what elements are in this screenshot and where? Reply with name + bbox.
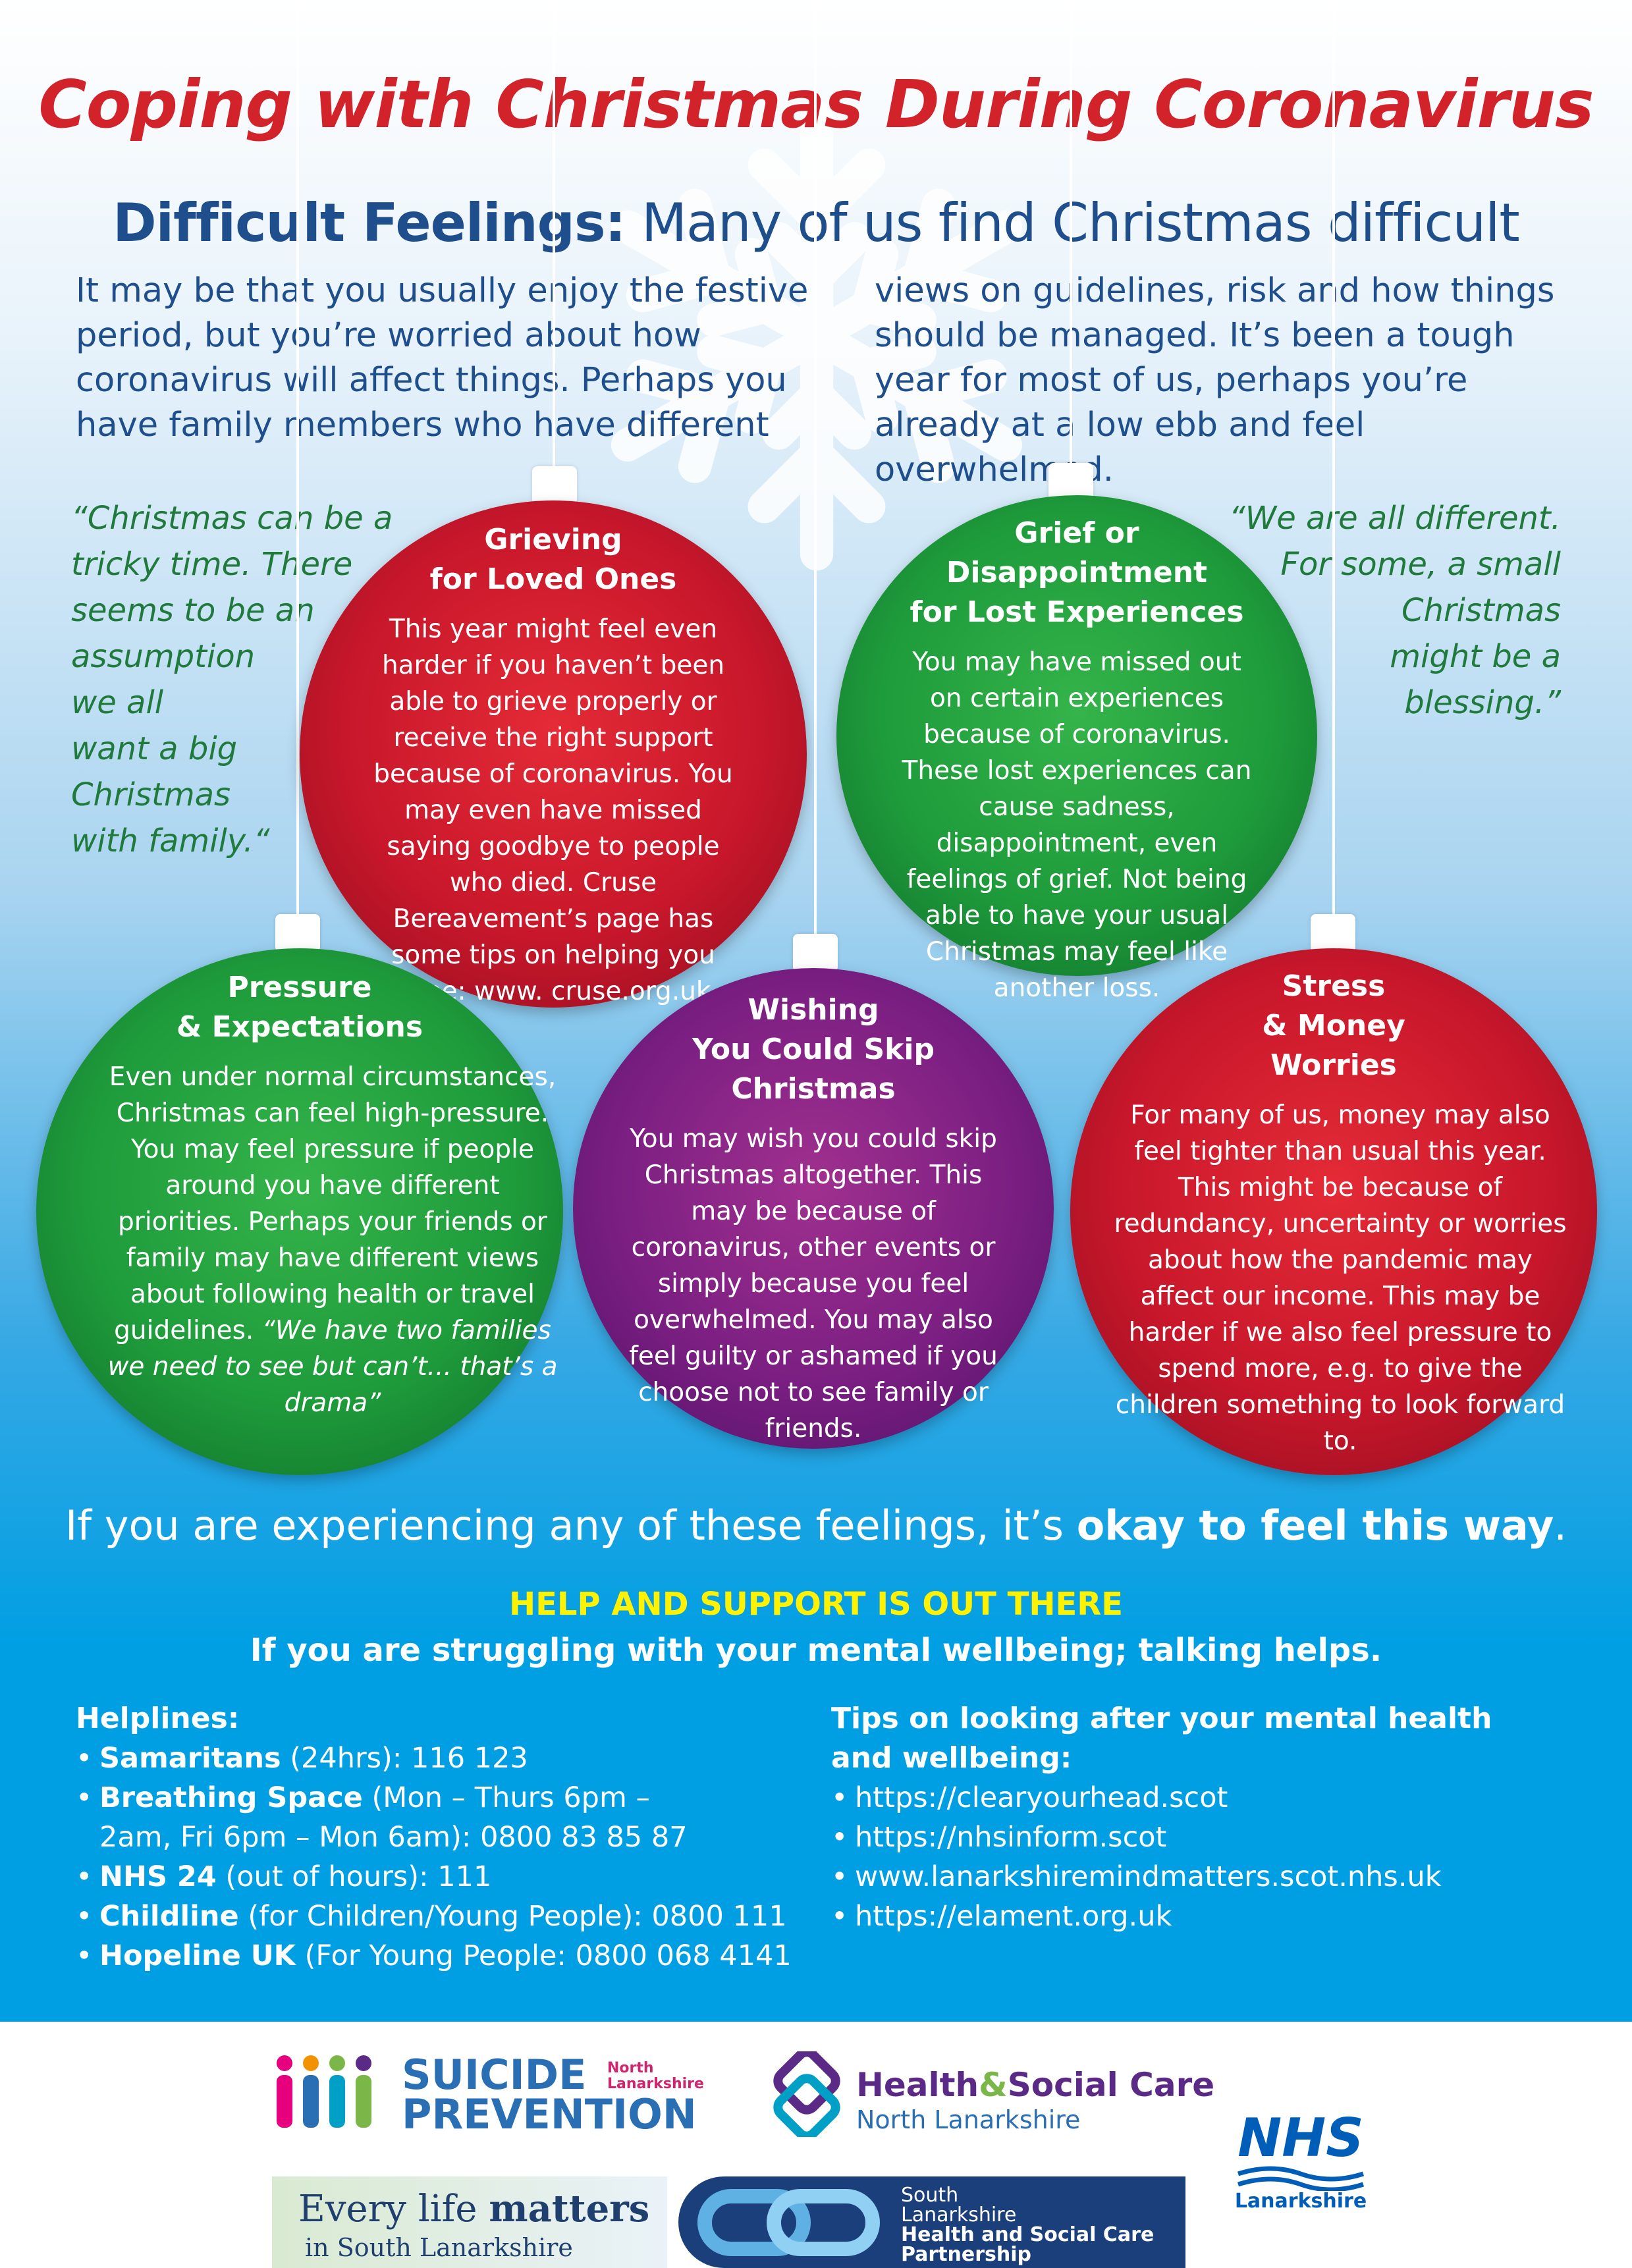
bauble-body: For many of us, money may also feel tigh… — [1114, 1100, 1567, 1456]
bauble-string — [1332, 0, 1335, 922]
tips-section: Tips on looking after your mental health… — [831, 1699, 1589, 1936]
tip-link[interactable]: https://clearyourhead.scot — [831, 1778, 1589, 1818]
hsc-amp: & — [979, 2066, 1008, 2104]
okay-prefix: If you are experiencing any of these fee… — [65, 1501, 1077, 1550]
snowflake-icon — [580, 101, 1054, 573]
tips-heading: Tips on looking after your mental health… — [831, 1702, 1492, 1775]
bauble-string — [553, 0, 555, 474]
nhs-mark: NHS — [1238, 2107, 1364, 2169]
list-item: NHS 24 (out of hours): 111 — [76, 1857, 820, 1897]
bauble-grieving: Grieving for Loved Ones This year might … — [300, 500, 807, 1008]
bauble-cap — [1048, 463, 1093, 501]
bauble-quote: “We have two families we need to see but… — [107, 1316, 558, 1418]
tip-link[interactable]: https://elament.org.uk — [831, 1897, 1589, 1936]
list-item: Hopeline UK (For Young People: 0800 068 … — [76, 1936, 820, 1976]
nhs-name: Lanarkshire — [1234, 2190, 1367, 2213]
subtitle-rest: Many of us find Christmas difficult — [625, 192, 1520, 254]
suicide-prevention-logo: SUICIDE PREVENTION North Lanarkshire — [270, 2051, 718, 2137]
helplines-list: Samaritans (24hrs): 116 123 Breathing Sp… — [76, 1739, 820, 1976]
slh-text: South Lanarkshire Health and Social Care… — [901, 2186, 1154, 2265]
slh-line1: South — [901, 2184, 959, 2207]
sp-region: North Lanarkshire — [607, 2061, 704, 2092]
tip-link[interactable]: https://nhsinform.scot — [831, 1818, 1589, 1857]
every-life-matters-logo: Every life matters in South Lanarkshire — [272, 2176, 667, 2268]
bauble-title: Grieving for Loved Ones — [429, 523, 677, 596]
bauble-title: Stress & Money Worries — [1262, 969, 1405, 1082]
help-heading: HELP AND SUPPORT IS OUT THERE — [508, 1586, 1124, 1623]
elm-line1b: matters — [489, 2187, 650, 2230]
subtitle-bold: Difficult Feelings: — [113, 192, 626, 254]
bauble-title: Grief or Disappointment for Lost Experie… — [910, 516, 1244, 629]
nhs-waves-icon — [1237, 2166, 1365, 2191]
sp-line2: PREVENTION — [402, 2090, 697, 2138]
quote-left: “Christmas can be a tricky time. There s… — [71, 500, 393, 859]
bauble-string — [1070, 0, 1072, 471]
hsc-part1: Health — [856, 2066, 979, 2104]
bauble-pressure: Pressure & Expectations Even under norma… — [36, 948, 563, 1475]
hsc-logo: Health&Social Care North Lanarkshire — [764, 2051, 1214, 2137]
tip-link[interactable]: www.lanarkshiremindmatters.scot.nhs.uk — [831, 1857, 1589, 1897]
helpline-name: Childline — [99, 1900, 239, 1933]
bauble-body: You may have missed out on certain exper… — [902, 647, 1252, 1003]
helpline-detail: (For Young People: 0800 068 4141 — [295, 1939, 792, 1972]
intro-left: It may be that you usually enjoy the fes… — [76, 271, 809, 445]
bauble-string — [296, 0, 299, 922]
slh-line2: Lanarkshire — [901, 2203, 1017, 2227]
helpline-detail: (for Children/Young People): 0800 111 — [238, 1900, 787, 1933]
tips-list: https://clearyourhead.scot https://nhsin… — [831, 1778, 1589, 1936]
intro-right: views on guidelines, risk and how things… — [875, 271, 1555, 489]
sp-small2: Lanarkshire — [607, 2076, 704, 2092]
chain-link-icon — [697, 2189, 880, 2256]
bauble-stress: Stress & Money Worries For many of us, m… — [1070, 948, 1597, 1475]
helpline-name: Breathing Space — [99, 1781, 363, 1814]
bauble-cap — [1311, 914, 1355, 952]
okay-suffix: . — [1554, 1501, 1567, 1550]
hsc-title: Health&Social Care — [856, 2066, 1214, 2104]
bauble-cap — [793, 934, 838, 972]
elm-line2: in South Lanarkshire — [305, 2233, 573, 2262]
list-item: Breathing Space (Mon – Thurs 6pm – 2am, … — [76, 1778, 725, 1857]
bauble-body: You may wish you could skip Christmas al… — [629, 1124, 998, 1444]
bauble-cap — [532, 466, 577, 504]
bauble-body-text: Even under normal circumstances, Christm… — [109, 1062, 557, 1345]
helpline-name: Samaritans — [99, 1742, 281, 1775]
bauble-body: This year might feel even harder if you … — [373, 614, 733, 1006]
okay-message: If you are experiencing any of these fee… — [0, 1501, 1632, 1550]
bauble-body: Even under normal circumstances, Christm… — [102, 1059, 563, 1421]
elm-line1: Every life matters — [298, 2187, 649, 2230]
helpline-name: NHS 24 — [99, 1860, 217, 1893]
bauble-grief: Grief or Disappointment for Lost Experie… — [836, 495, 1317, 1003]
helplines-heading: Helplines: — [76, 1702, 240, 1735]
hsc-part2: Social Care — [1007, 2066, 1215, 2104]
page-subtitle: Difficult Feelings: Many of us find Chri… — [0, 192, 1632, 254]
helpline-detail: (Mon – Thurs 6pm – 2am, Fri 6pm – Mon 6a… — [99, 1781, 688, 1854]
list-item: Samaritans (24hrs): 116 123 — [76, 1739, 820, 1778]
bauble-title: Wishing You Could Skip Christmas — [692, 993, 935, 1106]
helpline-detail: (24hrs): 116 123 — [281, 1742, 528, 1775]
bauble-skip: Wishing You Could Skip Christmas You may… — [573, 968, 1054, 1449]
sp-small1: North — [607, 2060, 654, 2076]
helplines-section: Helplines: Samaritans (24hrs): 116 123 B… — [76, 1699, 820, 1976]
slh-line3: Health and Social Care — [901, 2223, 1155, 2246]
bauble-string — [814, 0, 817, 942]
bauble-title: Pressure & Expectations — [176, 971, 423, 1044]
people-figures-icon — [277, 2055, 371, 2128]
hsc-subtitle: North Lanarkshire — [856, 2105, 1081, 2134]
helpline-detail: (out of hours): 111 — [216, 1860, 492, 1893]
elm-line1a: Every life — [298, 2188, 489, 2230]
bauble-cap — [275, 914, 320, 952]
helpline-name: Hopeline UK — [99, 1939, 296, 1972]
hsc-knot-icon — [773, 2051, 840, 2137]
south-lanarkshire-hscp-logo: South Lanarkshire Health and Social Care… — [678, 2176, 1185, 2268]
help-subheading: If you are struggling with your mental w… — [250, 1632, 1382, 1669]
okay-bold: okay to feel this way — [1076, 1501, 1554, 1550]
nhs-lanarkshire-logo: NHS Lanarkshire — [1232, 2111, 1370, 2229]
sp-line1: SUICIDE — [402, 2051, 587, 2099]
list-item: Childline (for Children/Young People): 0… — [76, 1897, 820, 1936]
quote-right: “We are all different. For some, a small… — [1228, 500, 1561, 721]
slh-line4: Partnership — [901, 2243, 1032, 2266]
sp-wordmark: SUICIDE PREVENTION — [402, 2051, 697, 2138]
